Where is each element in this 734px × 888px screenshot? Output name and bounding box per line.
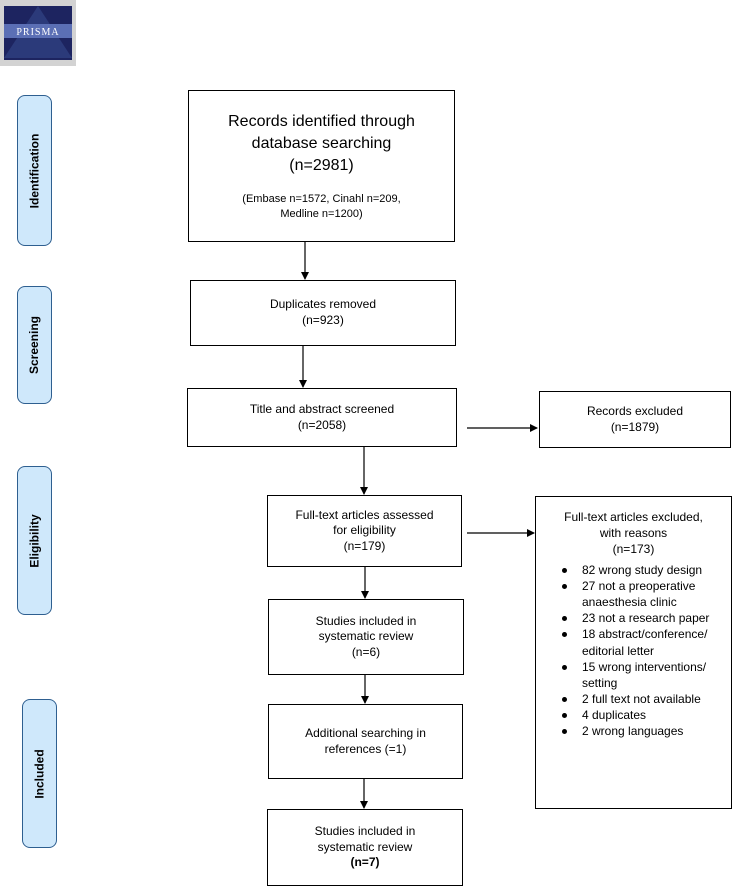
records-identified-box: Records identified through database sear… bbox=[188, 90, 455, 242]
records-excluded-label: Records excluded bbox=[586, 403, 684, 418]
duplicates-removed-box: Duplicates removed (n=923) bbox=[190, 280, 456, 346]
additional-search-line1: Additional searching in bbox=[305, 725, 426, 740]
exclusion-reason-text: 23 not a research paper bbox=[582, 611, 710, 626]
duplicates-removed-count: (n=923) bbox=[302, 313, 344, 327]
included-review-box-1: Studies included in systematic review (n… bbox=[268, 599, 464, 675]
included-review-1-line2: systematic review bbox=[318, 629, 414, 644]
stage-included: Included bbox=[22, 699, 57, 848]
exclusion-reason-text: 4 duplicates bbox=[582, 708, 647, 723]
prisma-logo: PRISMA bbox=[0, 0, 76, 66]
exclusion-reason: 4 duplicates bbox=[562, 707, 725, 723]
prisma-logo-graphic bbox=[4, 6, 72, 60]
additional-search-box: Additional searching in references (=1) bbox=[268, 704, 463, 779]
duplicates-removed-label: Duplicates removed bbox=[269, 297, 377, 312]
exclusion-reason: 15 wrong interventions/setting bbox=[562, 659, 725, 691]
records-identified-sources: (Embase n=1572, Cinahl n=209, Medline n=… bbox=[242, 192, 400, 222]
additional-search-line2: references (=1) bbox=[324, 741, 407, 756]
screened-count: (n=2058) bbox=[297, 417, 347, 432]
included-review-2-line2: systematic review bbox=[317, 839, 413, 854]
included-review-box-2: Studies included in systematic review (n… bbox=[267, 809, 463, 886]
fulltext-excluded-box: Full-text articles excluded, with reason… bbox=[535, 496, 732, 809]
fulltext-assessed-line2: for eligibility bbox=[333, 523, 396, 538]
records-identified-detail2: Medline n=1200) bbox=[280, 207, 363, 220]
exclusion-reason-text-cont: editorial letter bbox=[582, 643, 655, 658]
exclusion-reason-text: 15 wrong interventions/ bbox=[582, 659, 707, 674]
exclusion-reason-text: 18 abstract/conference/ bbox=[582, 627, 708, 642]
records-identified-count: (n=2981) bbox=[289, 157, 354, 175]
exclusion-reason: 2 wrong languages bbox=[562, 723, 725, 739]
records-identified-line1: Records identified through bbox=[228, 112, 415, 130]
included-review-1-count: (n=6) bbox=[351, 644, 381, 659]
included-review-1-line1: Studies included in bbox=[315, 613, 417, 628]
included-review-2-line1: Studies included in bbox=[314, 824, 416, 839]
exclusion-reason-text: 2 wrong languages bbox=[582, 724, 684, 739]
fulltext-assessed-line1: Full-text articles assessed bbox=[295, 507, 434, 522]
exclusion-reason: 82 wrong study design bbox=[562, 562, 725, 578]
exclusion-reason-text-cont: anaesthesia clinic bbox=[582, 594, 677, 609]
exclusion-reason-text: 2 full text not available bbox=[582, 692, 701, 707]
fulltext-assessed-box: Full-text articles assessed for eligibil… bbox=[267, 495, 462, 567]
stage-screening: Screening bbox=[17, 286, 52, 404]
exclusion-reason-text: 82 wrong study design bbox=[582, 562, 703, 577]
screened-box: Title and abstract screened (n=2058) bbox=[187, 388, 457, 447]
exclusion-reason-text-cont: setting bbox=[582, 675, 618, 690]
exclusion-reasons-list: 82 wrong study design 27 not a preoperat… bbox=[536, 562, 731, 740]
fulltext-assessed-count: (n=179) bbox=[343, 538, 386, 553]
stage-eligibility: Eligibility bbox=[17, 466, 52, 615]
exclusion-reason-text: 27 not a preoperative bbox=[582, 578, 696, 593]
included-review-2-count: (n=7) bbox=[350, 855, 380, 870]
fulltext-excluded-count: (n=173) bbox=[612, 542, 655, 557]
records-excluded-box: Records excluded (n=1879) bbox=[539, 391, 731, 448]
fulltext-excluded-line1: Full-text articles excluded, bbox=[564, 510, 703, 524]
records-identified-line2: database searching bbox=[251, 134, 392, 152]
screened-label: Title and abstract screened bbox=[249, 401, 395, 416]
records-identified-detail1: (Embase n=1572, Cinahl n=209, bbox=[242, 192, 401, 205]
exclusion-reason: 23 not a research paper bbox=[562, 610, 725, 626]
exclusion-reason: 18 abstract/conference/editorial letter bbox=[562, 626, 725, 658]
records-excluded-count: (n=1879) bbox=[610, 419, 660, 434]
exclusion-reason: 2 full text not available bbox=[562, 691, 725, 707]
fulltext-excluded-line2: with reasons bbox=[599, 526, 668, 541]
prisma-logo-text: PRISMA bbox=[16, 27, 60, 38]
stage-identification: Identification bbox=[17, 95, 52, 246]
